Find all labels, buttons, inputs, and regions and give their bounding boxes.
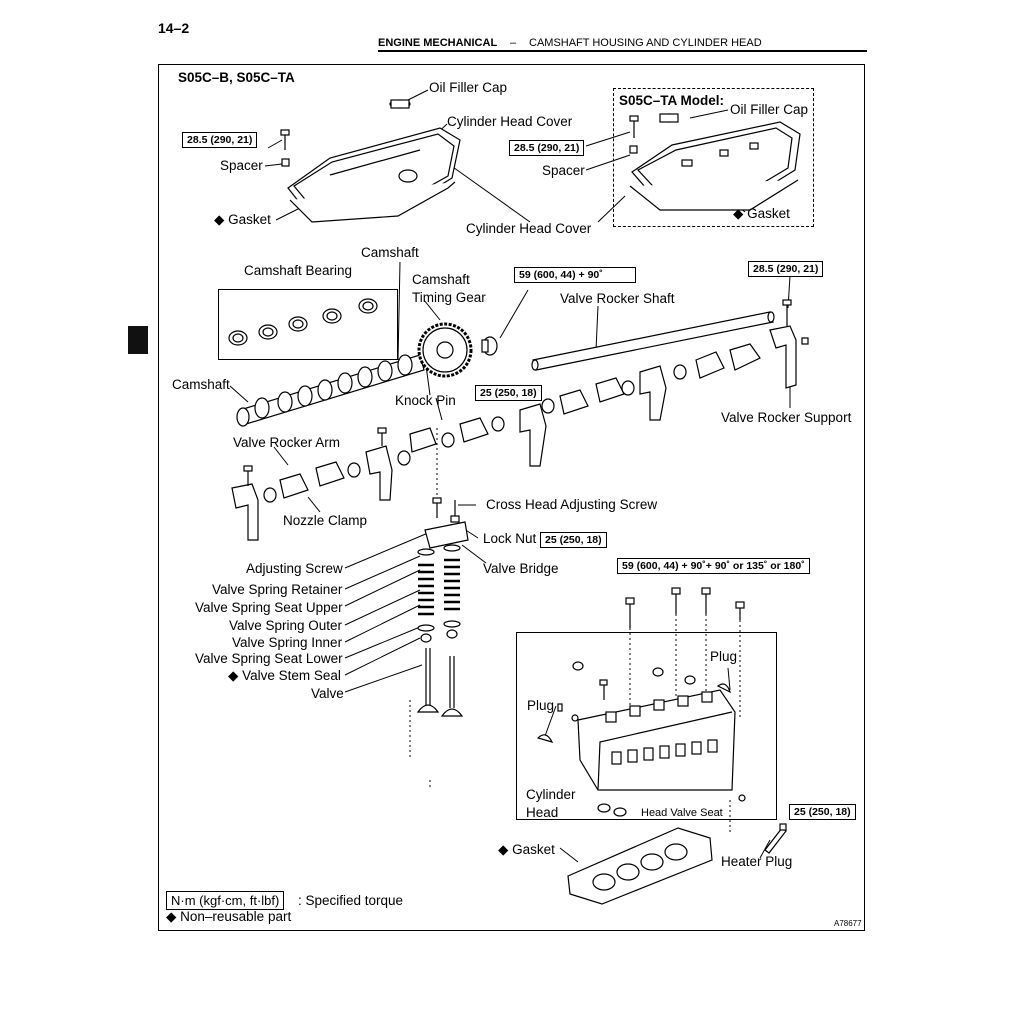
label-valve-spring-seat-upper: Valve Spring Seat Upper: [195, 600, 343, 615]
label-valve-stem-seal: ◆ Valve Stem Seal: [228, 668, 341, 683]
subsection-title: CAMSHAFT HOUSING AND CYLINDER HEAD: [529, 37, 762, 49]
label-valve-spring-retainer: Valve Spring Retainer: [212, 582, 343, 597]
label-valve-spring-outer: Valve Spring Outer: [229, 618, 343, 633]
label-valve-spring-seat-lower: Valve Spring Seat Lower: [195, 651, 343, 666]
legend-torque-unit: N·m (kgf·cm, ft·lbf): [166, 891, 285, 910]
section-title: ENGINE MECHANICAL: [378, 37, 497, 49]
label-valve-spring-inner: Valve Spring Inner: [232, 635, 343, 650]
model-title: S05C–B, S05C–TA: [178, 70, 295, 85]
label-adjusting-screw: Adjusting Screw: [246, 561, 343, 576]
inset-model-title: S05C–TA Model:: [619, 93, 725, 108]
label-nozzle-clamp: Nozzle Clamp: [283, 513, 368, 528]
torque-support-bolt: 28.5 (290, 21): [748, 261, 824, 277]
label-inset-spacer: Spacer: [542, 163, 585, 178]
torque-gear-bolt: 59 (600, 44) + 90˚: [514, 267, 636, 283]
header-separator: –: [510, 37, 517, 49]
label-plug-right: Plug: [710, 649, 738, 664]
torque-heater-plug: 25 (250, 18): [789, 804, 856, 820]
figure-id: A78677: [834, 919, 862, 928]
label-inset-gasket: ◆ Gasket: [733, 206, 790, 221]
inset-model-box: [613, 88, 814, 227]
label-valve: Valve: [311, 686, 344, 701]
camshaft-bearing-box: [218, 289, 398, 360]
label-heater-plug: Heater Plug: [721, 854, 793, 869]
cylinder-head-box: [516, 632, 777, 820]
label-cylinder-head-cover: Cylinder Head Cover: [447, 114, 573, 129]
label-cylinder-head-2: Head: [526, 805, 559, 820]
label-valve-rocker-support: Valve Rocker Support: [721, 410, 852, 425]
page-number: 14–2: [158, 20, 190, 36]
torque-head-bolt: 59 (600, 44) + 90˚+ 90˚ or 135˚ or 180˚: [617, 558, 810, 574]
section-name: ENGINE MECHANICAL: [378, 37, 498, 49]
label-camshaft-left: Camshaft: [172, 377, 230, 392]
label-gasket-head: ◆ Gasket: [498, 842, 555, 857]
label-valve-bridge: Valve Bridge: [483, 561, 559, 576]
label-valve-rocker-arm: Valve Rocker Arm: [233, 435, 341, 450]
label-camshaft-timing-gear-2: Timing Gear: [412, 290, 486, 305]
label-cylinder-head-1: Cylinder: [526, 787, 576, 802]
label-inset-oil-filler-cap: Oil Filler Cap: [730, 102, 809, 117]
label-gasket-cover: ◆ Gasket: [214, 212, 271, 227]
section-tab-marker: [128, 326, 148, 354]
label-camshaft-timing-gear-1: Camshaft: [412, 272, 470, 287]
legend-non-reusable: ◆ Non–reusable part: [166, 909, 292, 924]
label-knock-pin: Knock Pin: [395, 393, 456, 408]
diagram-frame: [158, 64, 865, 931]
label-lock-nut: Lock Nut: [483, 531, 537, 546]
torque-cover-bolt: 28.5 (290, 21): [182, 132, 258, 148]
legend-torque-desc: : Specified torque: [298, 893, 404, 908]
torque-rocker-bolt: 25 (250, 18): [475, 385, 542, 401]
label-camshaft-top: Camshaft: [361, 245, 419, 260]
label-valve-rocker-shaft: Valve Rocker Shaft: [560, 291, 675, 306]
torque-lock-nut: 25 (250, 18): [540, 532, 607, 548]
torque-inset-cover-bolt: 28.5 (290, 21): [509, 140, 585, 156]
label-oil-filler-cap: Oil Filler Cap: [429, 80, 508, 95]
label-camshaft-bearing: Camshaft Bearing: [244, 263, 353, 278]
label-head-valve-seat: Head Valve Seat: [641, 807, 723, 819]
label-cross-head-adjusting-screw: Cross Head Adjusting Screw: [486, 497, 658, 512]
label-cylinder-head-cover-2: Cylinder Head Cover: [466, 221, 592, 236]
header-rule: [378, 50, 867, 52]
label-plug-left: Plug: [527, 698, 555, 713]
label-spacer: Spacer: [220, 158, 263, 173]
